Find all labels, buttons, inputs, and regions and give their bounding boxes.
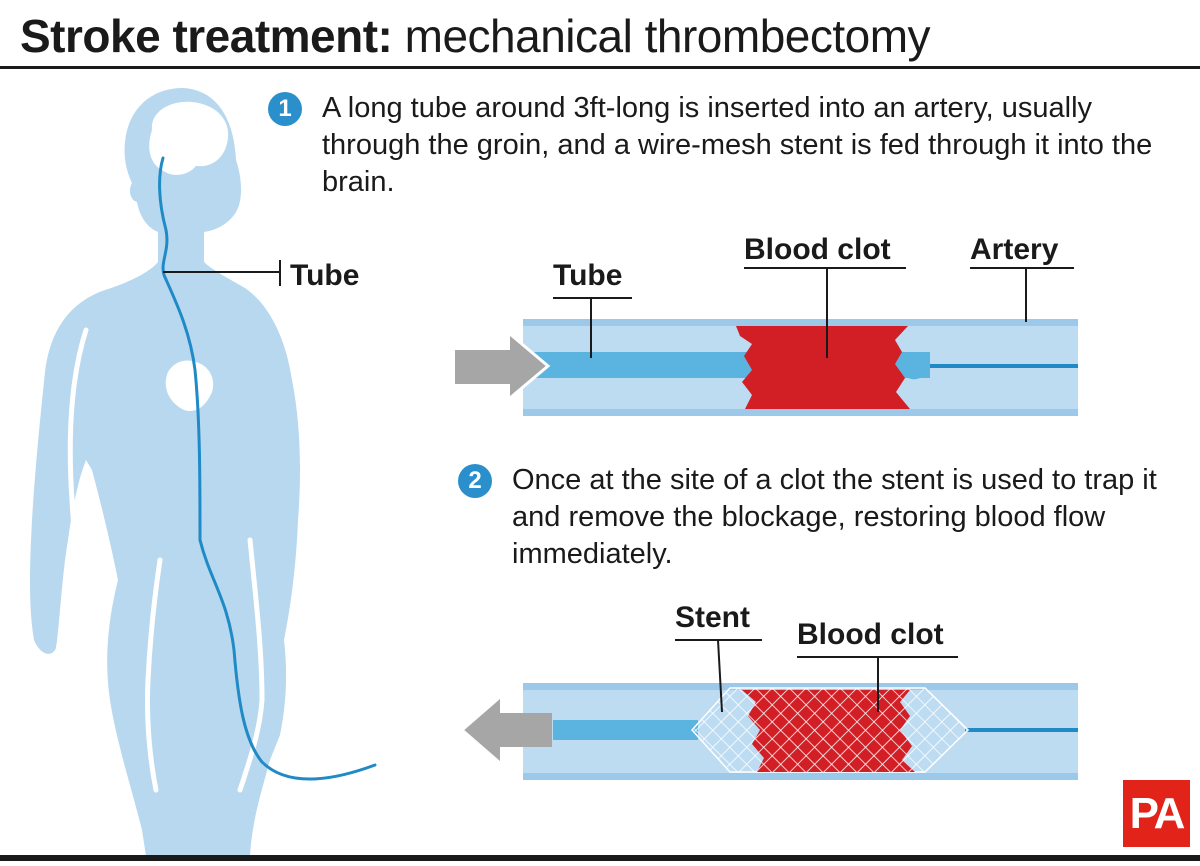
step-1: 1 A long tube around 3ft-long is inserte… bbox=[268, 90, 1182, 201]
human-silhouette bbox=[30, 88, 300, 856]
step-2-badge: 2 bbox=[458, 464, 492, 498]
step-1-badge: 1 bbox=[268, 92, 302, 126]
diagram-1-arrow bbox=[455, 334, 548, 398]
diagram-2-tube bbox=[553, 720, 698, 740]
diagram-2-stent-label: Stent bbox=[675, 601, 750, 634]
body-tube-label: Tube bbox=[290, 259, 360, 292]
body-tube-leader bbox=[163, 260, 281, 286]
page-title: Stroke treatment: mechanical thrombectom… bbox=[20, 8, 931, 64]
diagram-2-arrow bbox=[462, 697, 552, 763]
diagram-2-artery bbox=[459, 683, 1078, 780]
title-rest: mechanical thrombectomy bbox=[392, 10, 931, 62]
bottom-rule bbox=[0, 855, 1200, 861]
diagram-1-artery-label: Artery bbox=[970, 233, 1059, 266]
title-bold: Stroke treatment: bbox=[20, 10, 393, 62]
step-2: 2 Once at the site of a clot the stent i… bbox=[458, 462, 1172, 573]
pa-logo: PA bbox=[1123, 780, 1190, 847]
step-1-text: A long tube around 3ft-long is inserted … bbox=[322, 92, 1153, 198]
diagram-1-clot-label: Blood clot bbox=[744, 233, 891, 266]
top-rule bbox=[0, 66, 1200, 69]
step-2-text: Once at the site of a clot the stent is … bbox=[512, 464, 1157, 570]
body-catheter-line bbox=[158, 156, 377, 781]
diagram-1-artery bbox=[455, 319, 1078, 416]
diagram-1-tube-label: Tube bbox=[553, 259, 623, 292]
diagram-2-leaders bbox=[675, 639, 958, 713]
diagram-2-clot-label: Blood clot bbox=[797, 618, 944, 651]
diagram-1-leaders bbox=[553, 267, 1074, 358]
diagram-1-clot bbox=[736, 326, 910, 409]
